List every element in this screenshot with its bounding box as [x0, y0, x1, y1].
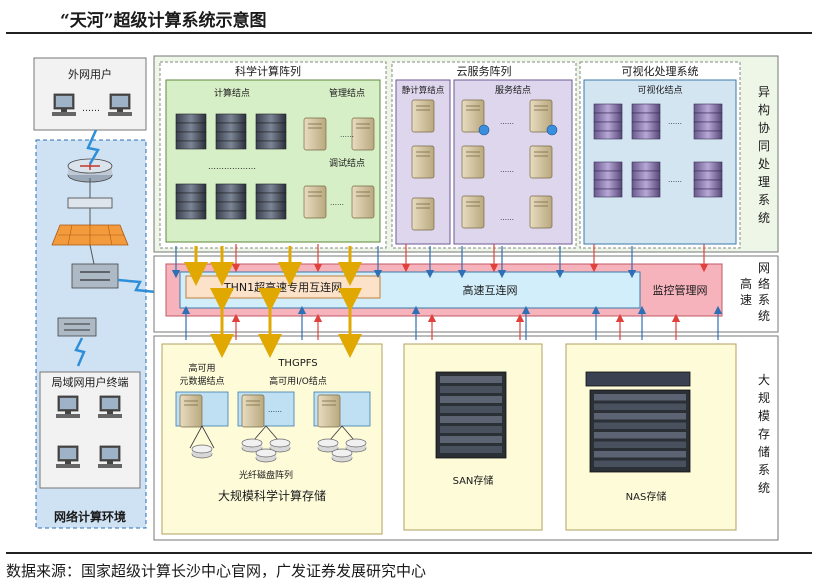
monitor-net-label: 监控管理网	[653, 283, 708, 297]
svg-text:……: ……	[330, 199, 344, 207]
lan-terminal-label: 局域网用户终端	[52, 375, 129, 389]
bottom-divider	[6, 552, 812, 554]
san-drive-row	[440, 386, 502, 393]
svg-text:……: ……	[500, 166, 514, 174]
nas-label: NAS存储	[626, 490, 667, 503]
connection-arrows	[171, 244, 723, 358]
hub-icon	[67, 197, 113, 209]
io-node-label: 高可用I/O结点	[269, 375, 327, 387]
top-divider	[6, 32, 812, 34]
nas-drive-row	[594, 422, 686, 429]
source-note: 数据来源：国家超级计算长沙中心官网，广发证券发展研究中心	[6, 562, 427, 580]
external-ellipsis: ……	[82, 104, 100, 114]
meta-node-label-1: 高可用	[188, 362, 215, 374]
storage-side-label: 大规模存储系统	[758, 373, 770, 495]
san-drive-row	[440, 396, 502, 403]
nas-drive-row	[594, 432, 686, 439]
svg-text:……: ……	[500, 214, 514, 222]
fiber-array-label: 光纤磁盘阵列	[239, 469, 293, 481]
lightning-link-icon-3	[117, 278, 157, 294]
mgmt-node-label: 管理结点	[329, 87, 365, 99]
san-drive-row	[440, 376, 502, 383]
nas-drive-row	[594, 460, 686, 467]
compute-dots: ………………	[208, 162, 256, 171]
nas-drive-row	[594, 451, 686, 458]
svg-text:……: ……	[268, 406, 282, 414]
san-drive-row	[440, 426, 502, 433]
lightning-link-icon-2	[74, 337, 86, 367]
hs-net-label: 高速互连网	[463, 283, 518, 297]
lightning-link-icon	[86, 129, 100, 165]
debug-node-label: 调试结点	[329, 157, 365, 169]
vis-node-label: 可视化结点	[637, 84, 682, 96]
svg-text:……: ……	[340, 131, 354, 139]
svg-text:……: ……	[668, 118, 682, 126]
static-node-label: 静计算结点	[402, 85, 445, 96]
san-drive-row	[440, 416, 502, 423]
nas-drive-row	[594, 413, 686, 420]
svg-text:……: ……	[668, 176, 682, 184]
nas-drive-row	[594, 394, 686, 401]
cloud-array-title: 云服务阵列	[457, 64, 512, 78]
network-side-label: 网络系统高速	[740, 261, 770, 323]
network-env-label: 网络计算环境	[54, 509, 126, 524]
nas-drive-row	[594, 441, 686, 448]
nas-drive-row	[594, 403, 686, 410]
page-title: “天河”超级计算系统示意图	[60, 11, 267, 31]
sci-array-title: 科学计算阵列	[235, 64, 301, 78]
san-drive-row	[440, 436, 502, 443]
san-drive-row	[440, 406, 502, 413]
vis-system-title: 可视化处理系统	[622, 64, 699, 78]
switch-icon-2	[57, 317, 97, 337]
service-node-label: 服务结点	[495, 84, 531, 96]
nas-rack-icon	[585, 371, 691, 473]
lan-terminal-box	[39, 371, 141, 489]
san-label: SAN存储	[453, 474, 494, 487]
switch-icon	[71, 263, 119, 289]
sci-storage-label: 大规模科学计算存储	[218, 488, 326, 503]
meta-node-label-2: 元数据结点	[179, 375, 224, 387]
hetero-side-label: 异构协同处理系统	[758, 85, 770, 225]
compute-node-label: 计算结点	[214, 87, 250, 99]
san-drive-row	[440, 446, 502, 453]
thgpfs-label: THGPFS	[277, 358, 317, 369]
svg-text:……: ……	[500, 118, 514, 126]
thn1-label: THN1超高速专用互连网	[223, 280, 342, 294]
external-users-label: 外网用户	[68, 67, 112, 81]
sci-storage-box	[161, 343, 383, 535]
san-rack-icon	[435, 371, 507, 459]
